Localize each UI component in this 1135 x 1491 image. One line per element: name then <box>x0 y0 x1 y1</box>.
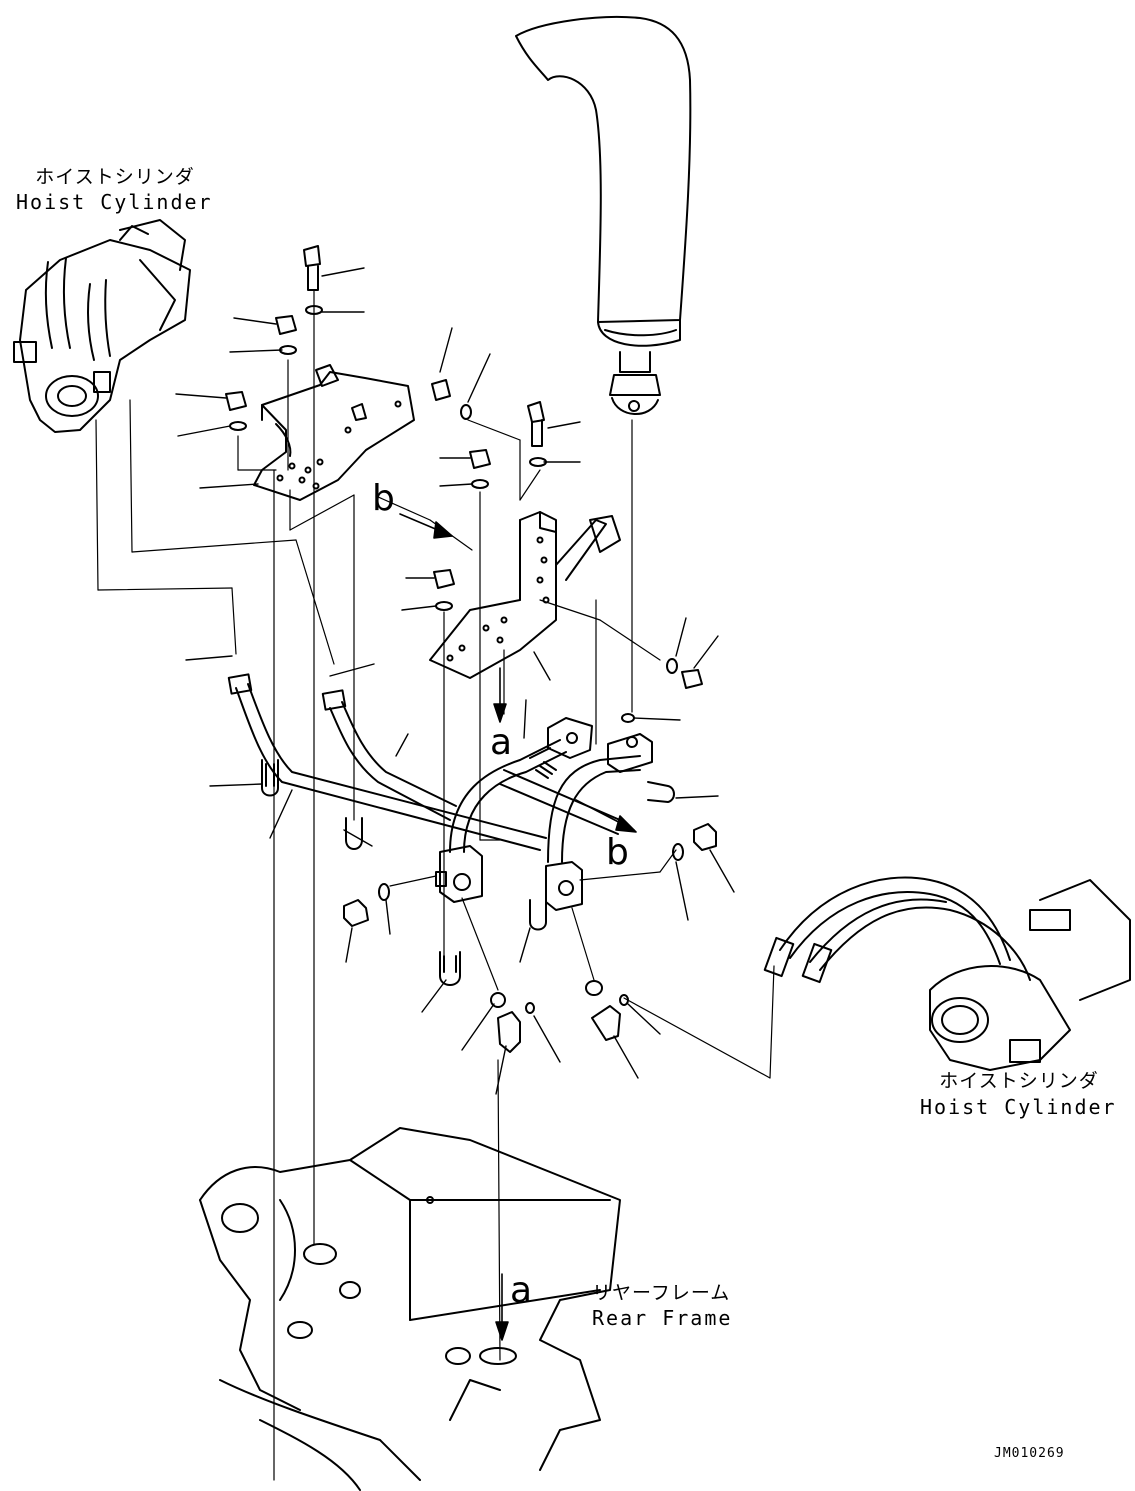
pipe-assembly <box>227 673 653 911</box>
hoist-cylinder-left <box>13 219 191 433</box>
reference-arrows <box>399 513 637 1341</box>
reference-a-bottom: a <box>510 1270 533 1311</box>
bracket-plate-left <box>253 364 415 501</box>
rear-frame-label-jp: リヤーフレーム <box>592 1282 731 1304</box>
reference-a-top: a <box>490 722 513 763</box>
hoist-cylinder-right <box>763 876 1131 1071</box>
rear-frame <box>199 1127 621 1491</box>
reference-b-top: b <box>372 478 395 519</box>
hoist-cylinder-left-label-en: Hoist Cylinder <box>16 190 213 214</box>
hoist-cylinder-right-label-en: Hoist Cylinder <box>920 1095 1117 1119</box>
u-bolt-clamps <box>261 759 675 986</box>
leader-lines <box>175 267 735 1095</box>
hoist-cylinder-right-label-jp: ホイストシリンダ <box>939 1070 1099 1092</box>
hoist-cylinder-left-label-jp: ホイストシリンダ <box>35 166 195 188</box>
plugs-and-elbows <box>343 823 717 1053</box>
rear-frame-label-en: Rear Frame <box>592 1306 733 1330</box>
reference-b-bottom: b <box>606 832 629 873</box>
drawing-code: JM010269 <box>994 1446 1065 1461</box>
hose-assembly-top-right <box>515 15 692 415</box>
assembly-guide-lines <box>95 289 775 1481</box>
bracket-vertical-center <box>429 511 621 679</box>
